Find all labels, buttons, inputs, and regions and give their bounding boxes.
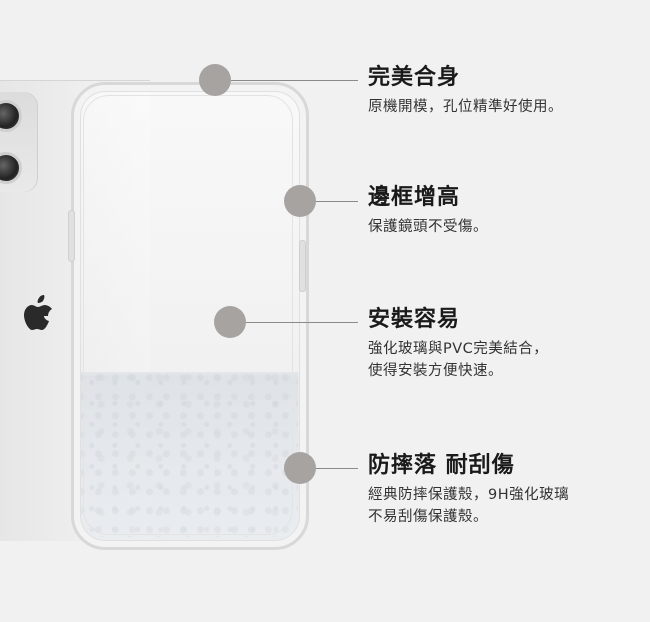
feature-title: 邊框增高: [368, 185, 461, 210]
feature-drop-scratch-resistant: 防摔落 耐刮傷 經典防摔保護殼，9H強化玻璃 不易刮傷保護殼。: [368, 452, 569, 528]
callout-line: [316, 201, 358, 202]
callout-dot: [284, 185, 316, 217]
feature-description: 保護鏡頭不受傷。: [368, 219, 488, 235]
camera-lens-icon: [0, 152, 22, 184]
callout-line: [316, 468, 358, 469]
feature-title: 完美合身: [368, 65, 461, 90]
case-side-button: [68, 210, 75, 262]
camera-module: [0, 92, 38, 192]
callout-dot: [199, 64, 231, 96]
feature-easy-install: 安裝容易 強化玻璃與PVC完美結合， 使得安裝方便快速。: [368, 306, 548, 382]
feature-title: 安裝容易: [368, 307, 461, 332]
camera-lens-icon: [0, 100, 22, 132]
callout-line: [231, 80, 358, 81]
feature-description: 強化玻璃與PVC完美結合， 使得安裝方便快速。: [368, 341, 549, 379]
case-side-button: [299, 240, 306, 292]
feature-perfect-fit: 完美合身 原機開模，孔位精準好使用。: [368, 64, 563, 118]
callout-dot: [284, 452, 316, 484]
feature-raised-bezel: 邊框增高 保護鏡頭不受傷。: [368, 184, 488, 238]
feature-description: 經典防摔保護殼，9H強化玻璃 不易刮傷保護殼。: [368, 487, 570, 525]
callout-dot: [214, 306, 246, 338]
clear-case: [71, 82, 309, 550]
apple-logo-icon: [24, 295, 52, 330]
callout-line: [246, 322, 358, 323]
case-inner-edge: [83, 95, 293, 535]
feature-description: 原機開模，孔位精準好使用。: [368, 99, 563, 115]
feature-title: 防摔落 耐刮傷: [368, 453, 515, 478]
